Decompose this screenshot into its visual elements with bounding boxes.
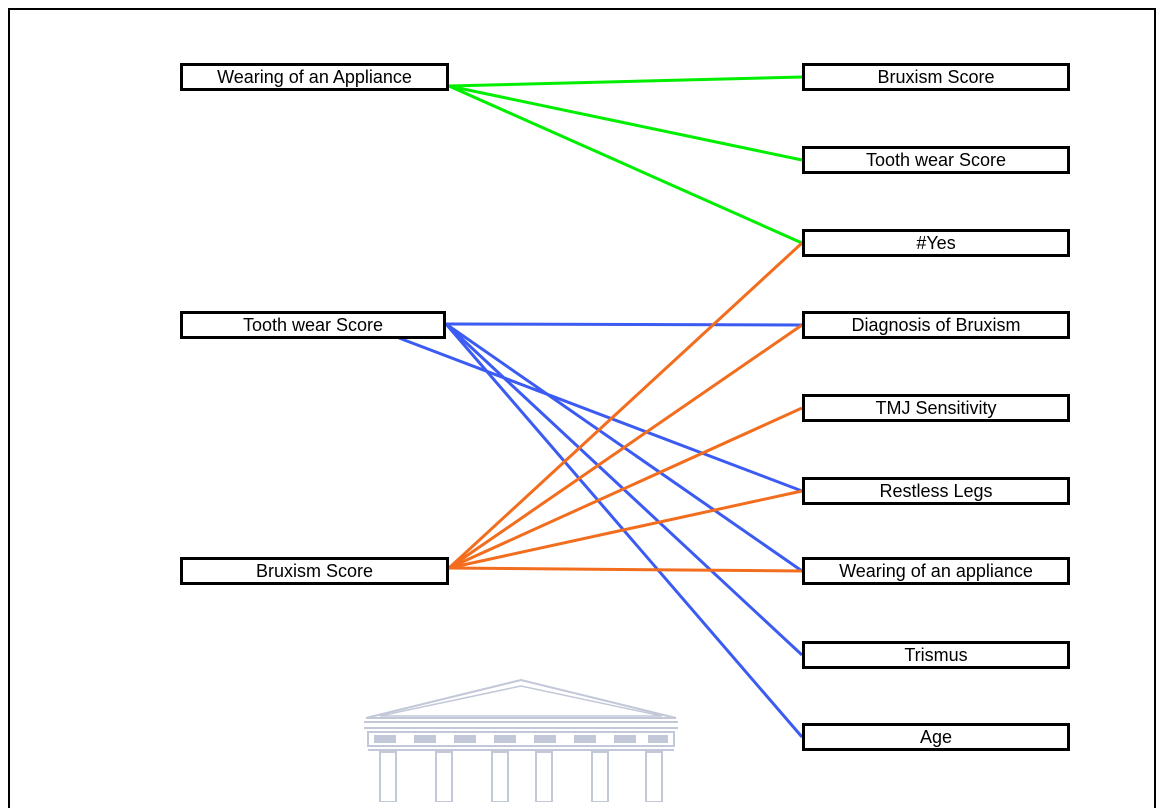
edge-bruxism-to-r_appliance [448,566,803,573]
figure-frame [8,8,1156,808]
left-node-wearing-of-an-appliance: Wearing of an Appliance [180,63,449,91]
edge-wearing-to-r_yes [448,84,803,245]
right-node-wearing-of-an-appliance: Wearing of an appliance [802,557,1070,585]
left-node-tooth-wear-score: Tooth wear Score [180,311,446,339]
left-node-bruxism-score: Bruxism Score [180,557,449,585]
edge-wearing-to-r_toothwear [448,84,803,162]
right-node-restless-legs: Restless Legs [802,477,1070,505]
edge-bruxism-to-r_yes [447,241,804,570]
edge-bruxism-to-r_legs [448,489,803,570]
right-node-tooth-wear-score: Tooth wear Score [802,146,1070,174]
right-node-diagnosis-of-bruxism: Diagnosis of Bruxism [802,311,1070,339]
right-node-trismus: Trismus [802,641,1070,669]
right-node-yes-count: #Yes [802,229,1070,257]
edge-toothwear-to-r_legs [398,336,803,493]
university-building-icon [364,678,678,802]
edge-wearing-to-r_bruxism [448,75,803,88]
right-node-bruxism-score: Bruxism Score [802,63,1070,91]
right-node-age: Age [802,723,1070,751]
edge-bruxism-to-r_tmj [448,406,803,570]
right-node-tmj-sensitivity: TMJ Sensitivity [802,394,1070,422]
edge-bruxism-to-r_diag [448,323,803,570]
edge-toothwear-to-r_diag [445,322,803,327]
